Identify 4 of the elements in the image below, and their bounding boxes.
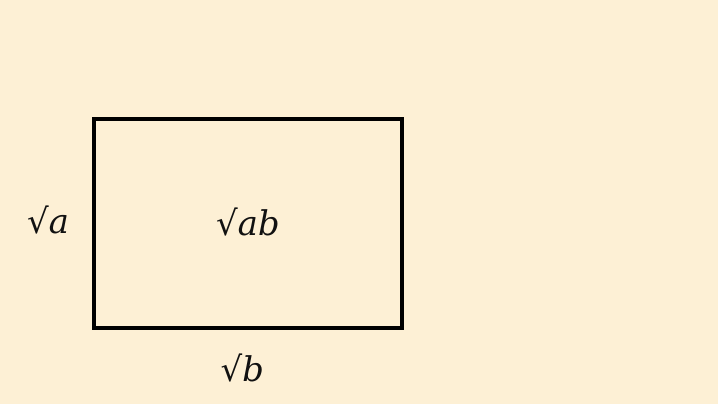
area-label: √ab (216, 206, 280, 240)
rectangle (92, 117, 404, 330)
dimension-label: √a (27, 205, 69, 239)
dimension-label: √b (220, 353, 264, 387)
